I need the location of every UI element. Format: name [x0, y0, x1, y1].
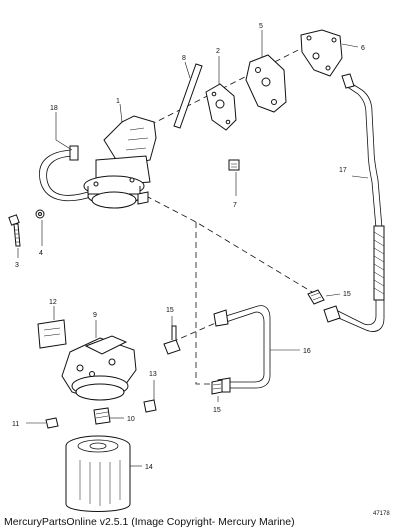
part-7-fitting — [228, 159, 240, 196]
part-9-filter-head — [61, 320, 137, 401]
callout-17: 17 — [339, 167, 347, 174]
callout-8: 8 — [182, 55, 186, 62]
part-10-adapter — [93, 407, 124, 425]
part-2-gasket — [205, 56, 237, 131]
part-4-washer — [35, 209, 45, 246]
callout-12: 12 — [49, 299, 57, 306]
callout-11: 11 — [12, 421, 19, 428]
part-6-cover-plate — [300, 29, 359, 77]
callout-3: 3 — [15, 262, 19, 269]
callout-10: 10 — [127, 416, 135, 423]
part-11-plug — [26, 417, 59, 429]
callout-6: 6 — [361, 45, 365, 52]
callout-18: 18 — [50, 105, 58, 112]
callout-4: 4 — [39, 250, 43, 257]
part-15-fitting-middle — [163, 316, 181, 355]
part-16-fuel-line — [213, 305, 300, 393]
part-15-fitting-lower — [211, 379, 223, 402]
callout-labels: 1 2 3 4 5 6 7 8 9 10 11 12 13 14 15 15 1… — [12, 23, 365, 471]
callout-15-middle: 15 — [166, 307, 174, 314]
callout-14: 14 — [145, 464, 153, 471]
callout-15-lower: 15 — [213, 407, 221, 414]
image-caption: MercuryPartsOnline v2.5.1 (Image Copyrig… — [4, 516, 295, 528]
callout-9: 9 — [93, 312, 97, 319]
part-3-screw — [8, 214, 21, 258]
callout-2: 2 — [216, 48, 220, 55]
assembly-dashed-lines — [145, 39, 323, 385]
callout-16: 16 — [303, 348, 311, 355]
part-17-fuel-line — [323, 73, 385, 332]
part-12-decal — [37, 306, 67, 349]
callout-13: 13 — [149, 371, 157, 378]
callout-1: 1 — [116, 98, 120, 105]
part-1-fuel-pump — [83, 103, 157, 209]
callout-5: 5 — [259, 23, 263, 30]
callout-15-upper: 15 — [343, 291, 351, 298]
part-13-plug — [143, 380, 157, 413]
drawing-number: 47178 — [373, 511, 390, 517]
part-18-vent-hose — [39, 112, 95, 202]
part-14-fuel-filter — [65, 435, 142, 512]
part-5-mounting-plate — [245, 30, 287, 113]
part-15-fitting-upper — [307, 289, 341, 305]
callout-7: 7 — [233, 202, 237, 209]
part-8-push-rod — [173, 61, 203, 129]
